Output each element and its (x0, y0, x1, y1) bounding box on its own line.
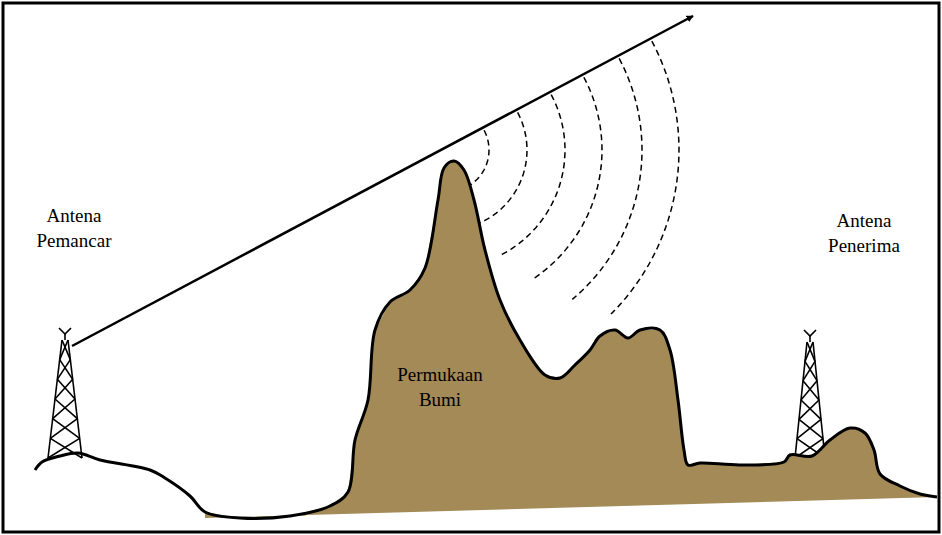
terrain-outline (35, 161, 937, 518)
antenna-label: Antena Penerima (812, 208, 916, 258)
frame (3, 3, 939, 532)
tower (795, 330, 825, 458)
terrain-fill (205, 161, 937, 518)
antenna-label: Antena Pemancar (22, 203, 126, 253)
tower (48, 328, 82, 458)
terrain-shape (200, 150, 942, 535)
wave-arc (572, 58, 642, 299)
wave-arc (499, 95, 565, 256)
wave-arc (531, 77, 602, 280)
earth-surface: Permukaan Bumi (200, 150, 942, 535)
ray-arrow (72, 16, 693, 346)
region-label: Permukaan Bumi (380, 362, 500, 412)
wave-arc (611, 41, 679, 314)
